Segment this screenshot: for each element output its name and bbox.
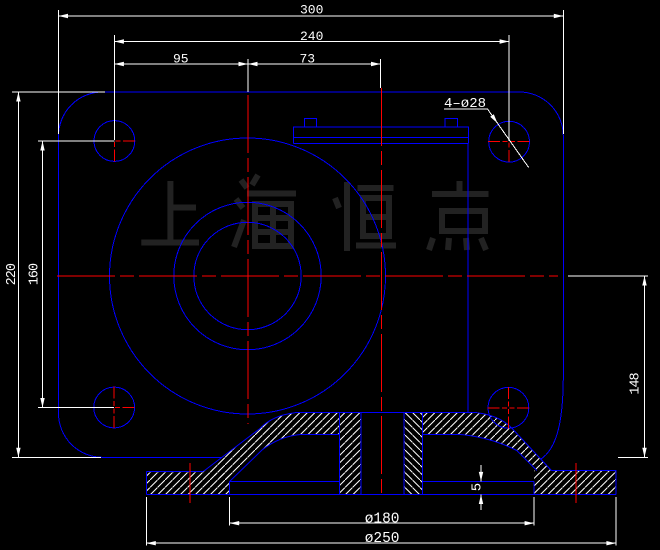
svg-text:ø250: ø250 [365,531,400,547]
svg-text:95: 95 [173,52,189,67]
svg-text:220: 220 [5,263,20,285]
svg-text:ø180: ø180 [365,512,400,528]
svg-text:73: 73 [300,52,316,67]
svg-text:300: 300 [300,3,323,18]
svg-text:4–ø28: 4–ø28 [444,96,486,112]
svg-text:148: 148 [629,372,644,394]
svg-text:240: 240 [300,29,323,44]
svg-text:160: 160 [27,263,42,285]
svg-text:5: 5 [470,483,486,491]
